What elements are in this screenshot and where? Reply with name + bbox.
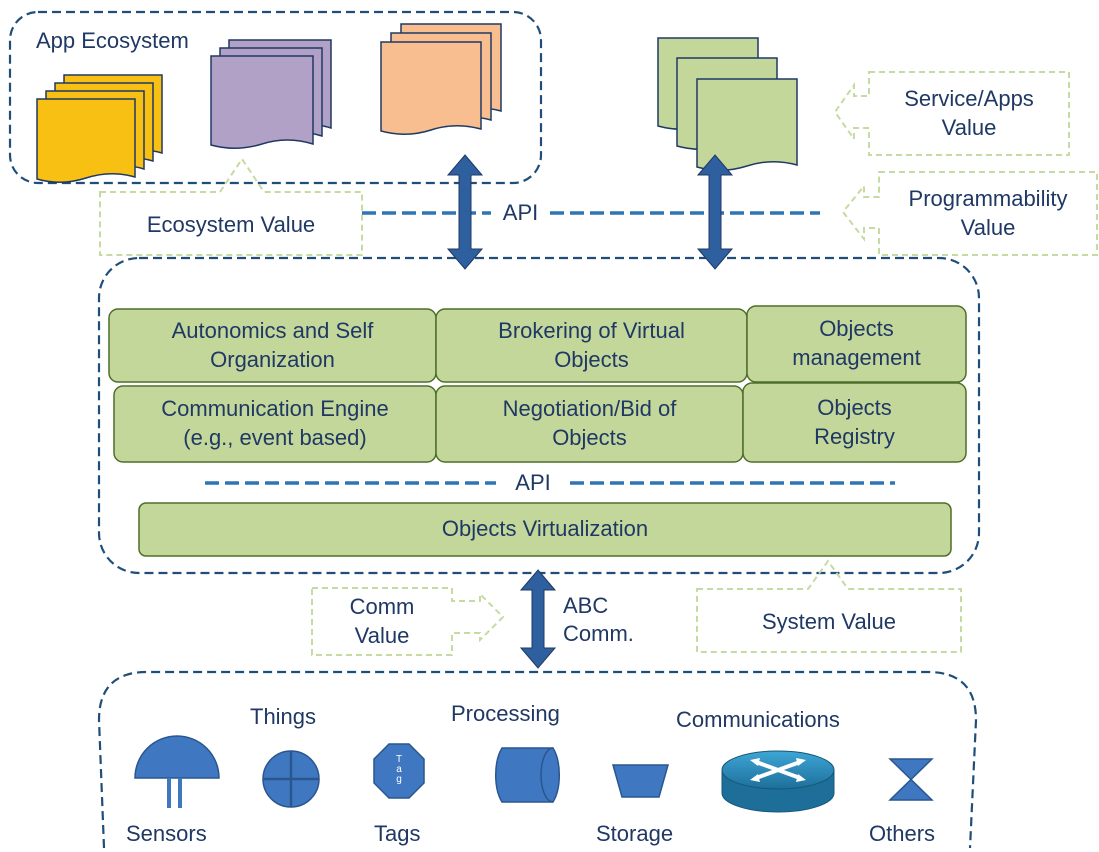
service-apps-value-callout (833, 71, 1070, 156)
service-api-double-arrow-icon (696, 154, 734, 270)
programmability-value-label: Programmability Value (908, 185, 1068, 240)
tag-icon (373, 743, 425, 799)
abc-comm-double-arrow-icon (519, 569, 557, 669)
storage-label: Storage (596, 821, 674, 846)
module-label-brokering: Brokering of Virtual Objects (498, 317, 685, 372)
app-ecosystem-title: App Ecosystem (36, 28, 189, 53)
objects-virtualization-label: Objects Virtualization (441, 516, 649, 542)
top-api-label: API (502, 200, 539, 225)
purple-document-stack-icon (210, 39, 332, 149)
storage-trapezoid-icon (612, 764, 669, 798)
things-label: Things (250, 704, 317, 729)
objects-virtualization-box (138, 502, 952, 557)
processing-cylinder-icon (495, 747, 560, 803)
module-label-autonomics: Autonomics and Self Organization (171, 317, 374, 372)
yellow-document-stack-icon (36, 74, 163, 183)
app-api-double-arrow-icon (446, 154, 484, 270)
green-document-stack-icon (657, 37, 798, 171)
orange-document-stack-icon (380, 23, 502, 135)
router-icon (721, 750, 835, 813)
system-value-label: System Value (761, 608, 897, 634)
thing-crosshair-icon (262, 750, 320, 808)
module-label-communication-engine: Communication Engine (e.g., event based) (161, 396, 389, 450)
service-apps-value-label: Service/Apps Value (904, 85, 1034, 140)
module-label-objects-management: Objects management (792, 316, 921, 370)
ecosystem-value-label: Ecosystem Value (146, 211, 316, 237)
programmability-value-callout (841, 171, 1098, 256)
app-ecosystem-container (8, 10, 543, 185)
abc-comm-label: ABC Comm. (563, 593, 634, 646)
communications-label: Communications (676, 707, 840, 732)
system-value-callout (696, 559, 962, 653)
module-box-objects-registry (742, 382, 967, 463)
others-hourglass-icon (888, 758, 934, 801)
comm-value-label: Comm Value (349, 593, 415, 648)
tags-label: Tags (374, 821, 421, 846)
sensor-icon (134, 735, 220, 808)
module-label-objects-registry: Objects Registry (814, 394, 895, 449)
processing-label: Processing (451, 701, 560, 726)
comm-value-callout (311, 587, 505, 656)
tag-glyph-label: T a g (395, 754, 403, 785)
module-box-objects-management (746, 305, 967, 383)
others-label: Others (869, 821, 936, 846)
middle-api-label: API (515, 470, 551, 495)
module-label-negotiation: Negotiation/Bid of Objects (502, 396, 677, 450)
devices-container (97, 670, 978, 849)
sensors-label: Sensors (126, 821, 207, 846)
